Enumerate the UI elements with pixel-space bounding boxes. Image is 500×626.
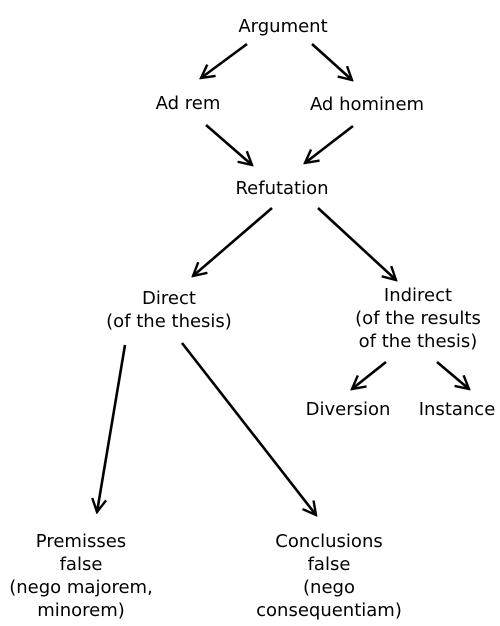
node-indirect-line-1: Indirect (383, 285, 453, 306)
node-conclusions-false: Conclusions false (nego consequentiam) (256, 530, 402, 622)
node-ad-hominem: Ad hominem (310, 93, 424, 116)
node-diversion-line: Diversion (305, 399, 391, 420)
node-premisses-false: Premisses false (nego majorem, minorem) (9, 530, 153, 622)
arrow-indirect-to-instance (436, 361, 469, 389)
arrow-argument-to-ad-hominem (311, 43, 352, 80)
arrow-direct-to-conclusions-false (180, 342, 316, 515)
node-instance-line: Instance (418, 399, 496, 420)
node-direct: Direct (of the thesis) (106, 287, 232, 333)
arrow-argument-to-ad-rem (201, 42, 248, 78)
node-ad-rem-line: Ad rem (155, 93, 221, 114)
node-conclusions-false-line-3: (nego (303, 577, 355, 598)
node-direct-line-1: Direct (142, 288, 196, 309)
arrow-indirect-to-diversion (352, 360, 387, 389)
node-premisses-false-line-4: minorem) (37, 600, 125, 621)
node-indirect: Indirect (of the results of the thesis) (355, 284, 481, 353)
node-ad-rem: Ad rem (156, 92, 221, 115)
arrow-ad-rem-to-refutation (205, 124, 252, 165)
arrow-direct-to-premisses-false (97, 344, 127, 512)
node-ad-hominem-line: Ad hominem (309, 94, 425, 115)
node-indirect-line-3: of the thesis) (358, 331, 478, 352)
node-conclusions-false-line-1: Conclusions (275, 531, 383, 552)
node-premisses-false-line-1: Premisses (35, 531, 127, 552)
node-instance: Instance (419, 398, 496, 421)
node-argument: Argument (238, 15, 327, 38)
node-conclusions-false-line-4: consequentiam) (256, 600, 402, 621)
node-conclusions-false-line-2: false (307, 554, 351, 575)
node-diversion: Diversion (306, 398, 391, 421)
node-refutation-line: Refutation (235, 178, 329, 199)
node-indirect-line-2: (of the results (355, 308, 481, 329)
node-premisses-false-line-3: (nego majorem, (9, 577, 153, 598)
node-argument-line: Argument (238, 16, 328, 37)
node-premisses-false-line-2: false (59, 554, 103, 575)
node-refutation: Refutation (235, 177, 328, 200)
arrow-refutation-to-direct (193, 207, 273, 276)
arrow-ad-hominem-to-refutation (305, 124, 354, 163)
node-direct-line-2: (of the thesis) (106, 311, 232, 332)
arrow-refutation-to-indirect (317, 207, 396, 280)
